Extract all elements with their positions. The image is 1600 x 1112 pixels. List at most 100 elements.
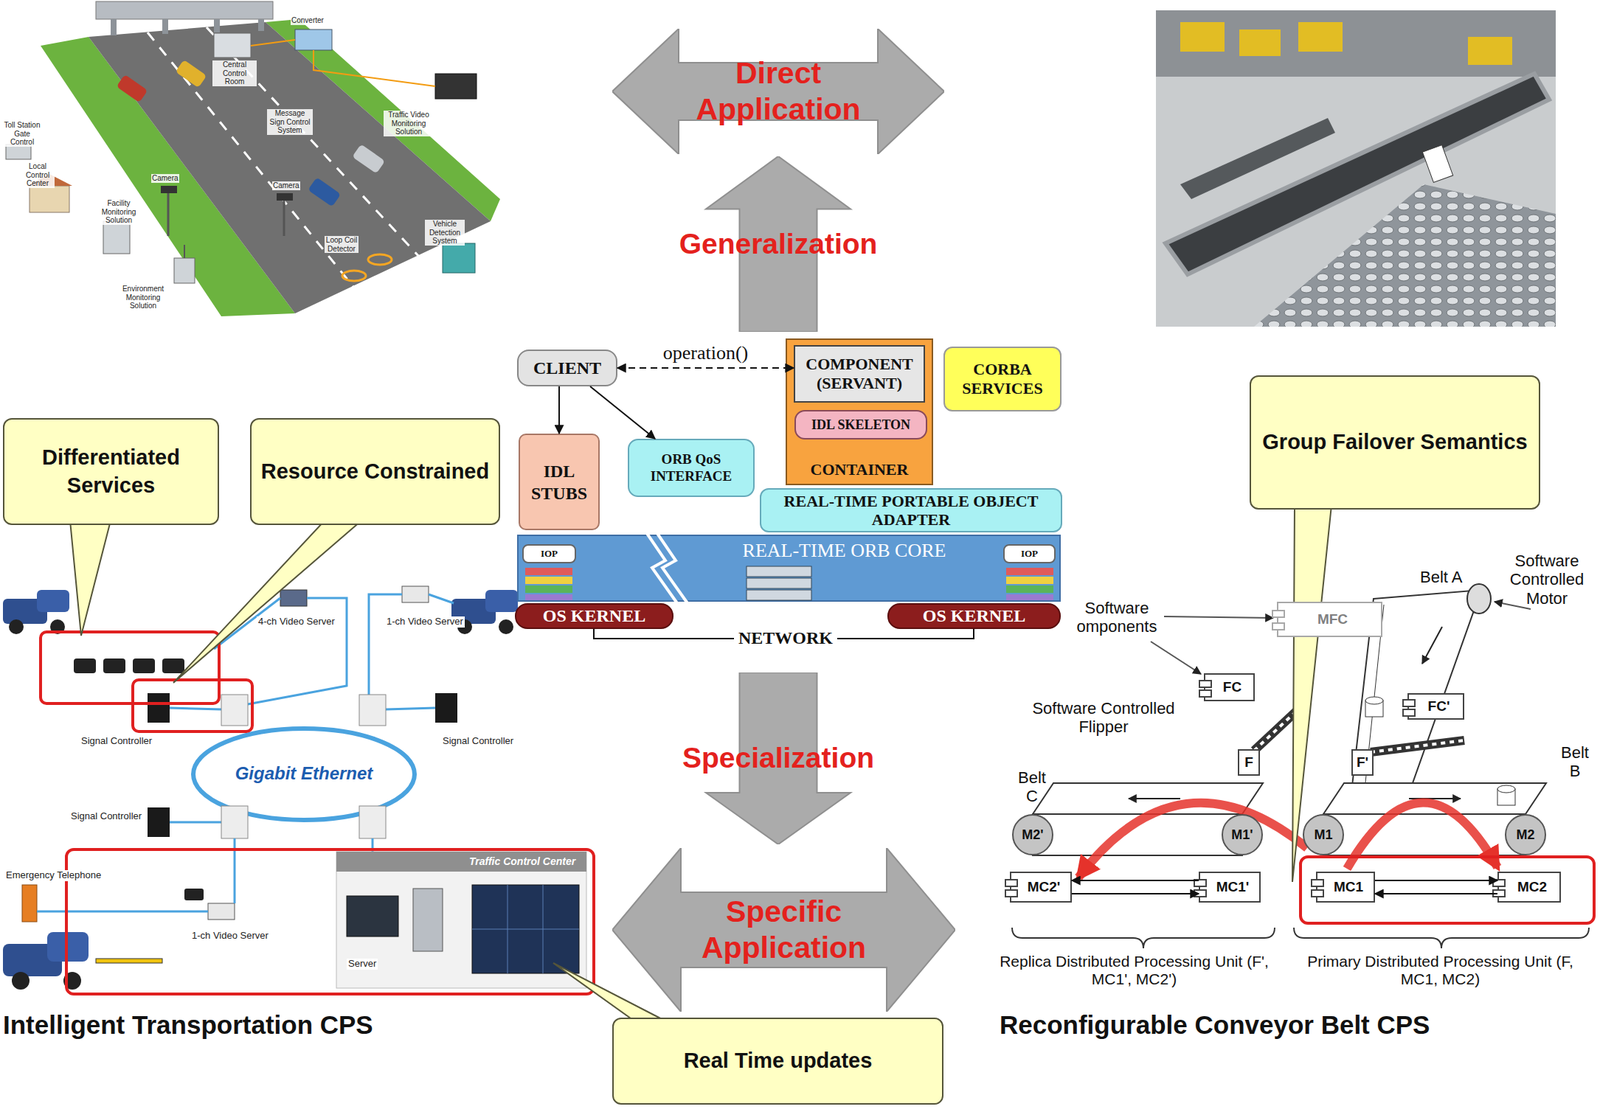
conveyor-photo (1180, 22, 1225, 52)
part-label: Replica Distributed Processing Unit (F',… (995, 953, 1273, 989)
callout-pointer (70, 520, 111, 636)
computer-stack (746, 578, 812, 589)
conveyor-illustration (1467, 584, 1491, 614)
conveyor-illustration (1494, 601, 1531, 610)
conveyor-illustration (1497, 789, 1516, 806)
protocol-stack (525, 594, 573, 601)
highway-illustration (183, 244, 186, 259)
conveyor-illustration (1164, 616, 1274, 619)
highlight-box (40, 632, 1595, 995)
part-label: Server (346, 958, 378, 971)
node-text: IDL STUBS (521, 460, 597, 505)
node-text: REAL-TIME PORTABLE OBJECT ADAPTER (765, 492, 1057, 530)
highway-illustration (442, 243, 476, 273)
part-label: Message Sign Control System (267, 109, 313, 135)
node-text: F' (1356, 754, 1369, 771)
caption: Intelligent Transportation CPS (2, 1010, 374, 1041)
callout-box: Resource Constrained (250, 418, 501, 526)
network-illustration (385, 708, 436, 710)
highway-illustration (95, 1, 273, 20)
orb-core-band: REAL-TIME ORB CORE IOP IOP (517, 534, 1061, 602)
network-illustration (359, 694, 386, 726)
connector (1071, 880, 1199, 882)
flipper-base: F' (1351, 749, 1374, 777)
node-text: Resource Constrained (261, 458, 490, 487)
conveyor-illustration (1365, 700, 1384, 718)
part-label: Primary Distributed Processing Unit (F, … (1301, 953, 1579, 989)
network-illustration (435, 693, 458, 723)
network-illustration (103, 658, 126, 674)
network-illustration (472, 885, 580, 974)
os-kernel-box: OS KERNEL (887, 603, 1061, 630)
highway-illustration (258, 19, 265, 31)
node-text: F (1244, 754, 1254, 771)
network-break (653, 528, 688, 604)
part-label: Local Control Center (20, 162, 55, 189)
part-label: Central Control Room (212, 60, 257, 87)
network-illustration (147, 807, 170, 838)
connector (1071, 893, 1199, 895)
os-kernel-box: OS KERNEL (514, 603, 674, 630)
part-label: 1-ch Video Server (190, 930, 270, 943)
services-box: CORBA SERVICES (943, 346, 1062, 412)
part-label: Software Controlled Motor (1497, 551, 1597, 608)
node-text: IDL SKELETON (811, 417, 911, 434)
node-text: OS KERNEL (922, 606, 1026, 627)
highway-illustration (313, 50, 436, 87)
protocol-stack (525, 585, 573, 594)
caption: Reconfigurable Conveyor Belt CPS (999, 1010, 1430, 1041)
network-illustration (336, 852, 587, 989)
network-illustration (169, 821, 222, 824)
part-label: 1-ch Video Server (385, 616, 465, 628)
part-label: Environment Monitoring Solution (118, 284, 169, 311)
network-illustration (359, 806, 386, 839)
part-label: Emergency Telephone (4, 870, 103, 882)
part-label: Signal Controller (69, 811, 144, 823)
computer-stack (746, 566, 812, 601)
arrow-shape (612, 848, 956, 1013)
node-text: MFC (1317, 611, 1348, 628)
conveyor-photo (1155, 10, 1556, 77)
stubs-box: IDL STUBS (518, 433, 600, 531)
highway-illustration (29, 185, 70, 213)
network-illustration (208, 903, 235, 920)
component-icon: MC2 (1497, 871, 1561, 903)
protocol-stack (1006, 594, 1054, 601)
motor-roller: M1' (1221, 814, 1263, 856)
highway-illustration (0, 0, 501, 317)
callout-pointer (173, 520, 362, 684)
part-label: Vehicle Detection System (424, 219, 465, 246)
part-label: Signal Controller (441, 736, 515, 748)
conveyor-illustration (1370, 740, 1465, 753)
conveyor-illustration (1408, 798, 1461, 800)
node-text: IOP (540, 548, 558, 560)
node-text: Generalization (679, 227, 878, 262)
highway-illustration (283, 199, 286, 237)
conveyor-illustration (1293, 927, 1589, 949)
node-text: MC1' (1216, 879, 1250, 896)
highway-illustration (213, 19, 220, 33)
connector (1375, 880, 1498, 882)
node-text: REAL-TIME ORB CORE (742, 539, 947, 563)
part-label: Belt A (1420, 568, 1463, 587)
protocol-stack (525, 568, 1054, 601)
part-label: Camera (151, 174, 180, 183)
highway-illustration (175, 59, 208, 88)
node-text: Direct Application (663, 55, 893, 128)
node-text: CORBA SERVICES (949, 359, 1056, 400)
up-arrow: Generalization (649, 156, 908, 332)
highway-illustration (162, 19, 169, 34)
conveyor-photo (1239, 29, 1281, 57)
part-label: Camera (272, 181, 301, 191)
highway-illustration (435, 73, 477, 99)
conveyor-illustration (1346, 802, 1498, 869)
conveyor-illustration (1497, 785, 1516, 793)
network-illustration (22, 885, 37, 923)
node-text: Real Time updates (683, 1047, 873, 1076)
conveyor-illustration (1254, 709, 1299, 751)
highway-illustration (368, 254, 392, 265)
highlight-box (1300, 857, 1595, 924)
iop-box: IOP (1003, 544, 1056, 564)
network-illustration (247, 598, 347, 705)
